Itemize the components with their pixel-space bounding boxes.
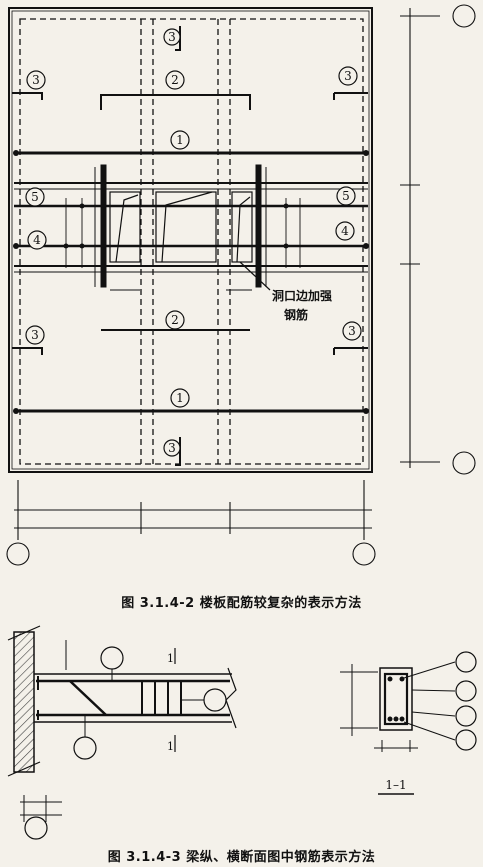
section-leaders [340, 661, 456, 795]
section-mark-bottom: 1 [167, 740, 174, 753]
bottom-dimension [6, 480, 376, 566]
opening-note-line1: 洞口边加强 [272, 288, 332, 303]
svg-text:2: 2 [171, 313, 179, 327]
opening-note-line2: 钢筋 [284, 307, 308, 322]
label-4-right: 4 [335, 221, 355, 241]
bar-3-right-bottom [333, 347, 368, 355]
svg-text:4: 4 [33, 233, 41, 247]
label-1-bottom: 1 [170, 388, 190, 408]
svg-text:1: 1 [176, 391, 184, 405]
bar-label-bubbles: 3 2 3 3 1 5 5 4 4 2 3 3 1 3 [25, 28, 362, 457]
slab-outline [8, 7, 373, 473]
svg-text:3: 3 [348, 324, 356, 338]
section-mark-top: 1 [167, 652, 174, 665]
bar-3-right-top [333, 92, 368, 100]
label-1-top: 1 [170, 130, 190, 150]
bar-dots [13, 150, 369, 414]
svg-text:1: 1 [176, 133, 184, 147]
svg-text:3: 3 [344, 69, 352, 83]
stirrups [141, 680, 182, 716]
label-5-right: 5 [336, 186, 356, 206]
section-outline [379, 667, 413, 731]
opening-band [14, 164, 368, 288]
svg-text:5: 5 [31, 190, 39, 204]
label-4-left: 4 [27, 230, 47, 250]
svg-text:3: 3 [32, 73, 40, 87]
label-3-top-right: 3 [338, 66, 358, 86]
section-stirrup [383, 672, 409, 726]
svg-text:5: 5 [342, 189, 350, 203]
label-3-top-left: 3 [26, 70, 46, 90]
right-dimension [400, 4, 476, 475]
label-2-bottom: 2 [165, 310, 185, 330]
svg-text:4: 4 [341, 224, 349, 238]
slab-plan [6, 4, 476, 566]
bar-3-left-bottom [12, 347, 43, 355]
beam-dimensions [20, 640, 67, 822]
label-3-bottom-right: 3 [342, 321, 362, 341]
section-title: 1–1 [385, 778, 406, 792]
figure-1-caption: 图 3.1.4-2 楼板配筋较复杂的表示方法 [121, 596, 362, 611]
svg-text:2: 2 [171, 73, 179, 87]
support-wall [13, 631, 35, 773]
opening-dimension-lines [65, 198, 301, 291]
slab-shadow [11, 10, 370, 470]
label-3-bottom-left: 3 [25, 325, 45, 345]
svg-text:3: 3 [31, 328, 39, 342]
figure-2-caption: 图 3.1.4-3 梁纵、横断面图中钢筋表示方法 [107, 850, 376, 865]
beam-cross-section [340, 651, 477, 795]
svg-text:3: 3 [168, 441, 176, 455]
section-bars [387, 676, 405, 722]
bar-2-top [100, 94, 251, 110]
label-5-left: 5 [25, 187, 45, 207]
label-2-top: 2 [165, 70, 185, 90]
label-3-top-vertical: 3 [163, 28, 181, 46]
label-3-bottom-vertical: 3 [163, 439, 181, 457]
beam-dashed-lines [19, 18, 364, 465]
bar-3-left-top [12, 92, 43, 100]
svg-text:3: 3 [168, 30, 176, 44]
beam-outline [34, 673, 232, 723]
opening-note-leader [239, 261, 271, 291]
beam-elevation [7, 625, 237, 840]
